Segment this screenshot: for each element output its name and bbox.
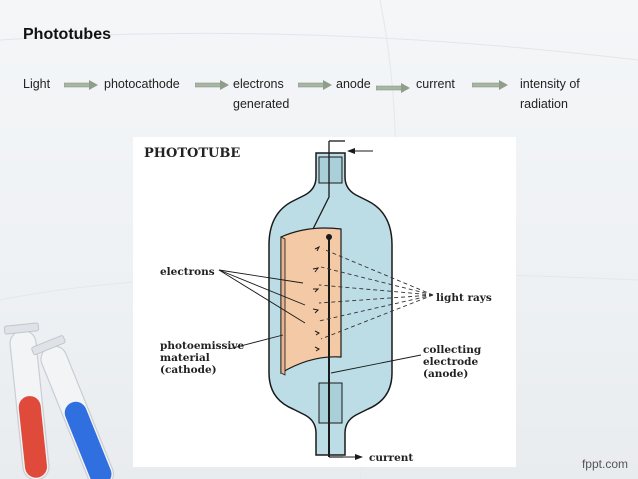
- arrow-right-icon: [195, 80, 229, 90]
- current-arrow-head: [355, 454, 363, 460]
- arrow-right-icon: [472, 80, 508, 90]
- label-electrons: electrons: [160, 266, 215, 278]
- electrons-pointer: [218, 269, 306, 306]
- diagram-heading: PHOTOTUBE: [144, 146, 240, 161]
- cathode-surface: [280, 227, 342, 375]
- label-current: current: [369, 452, 413, 464]
- top-arrow-head: [347, 148, 355, 154]
- cathode-edge: [280, 236, 286, 376]
- phototube-diagram: PHOTOTUBE: [133, 137, 516, 467]
- top-seal: [318, 156, 343, 184]
- flow-step-intensity: intensity of: [520, 77, 580, 91]
- test-tube-red-icon: [3, 322, 50, 479]
- electrons-pointer: [218, 269, 306, 324]
- flow-step-current: current: [416, 77, 455, 91]
- phototube-svg: PHOTOTUBE: [144, 140, 492, 464]
- flow-step-electrons: electrons: [233, 77, 284, 91]
- flow-step-intensity-line2: radiation: [520, 97, 568, 111]
- process-flow: Light photocathode electrons generated a…: [0, 0, 638, 120]
- anode-pointer: [330, 354, 422, 374]
- base-seal: [318, 382, 343, 424]
- flow-step-photocathode: photocathode: [104, 77, 180, 91]
- cathode-pointer: [228, 334, 284, 350]
- label-photoemissive: photoemissive: [160, 340, 245, 352]
- label-cathode: (cathode): [160, 364, 217, 376]
- test-tubes-decoration: [3, 322, 115, 479]
- test-tube-blue-icon: [31, 335, 115, 479]
- footer-brand: fppt.com: [581, 457, 628, 471]
- label-anode: (anode): [423, 368, 468, 380]
- anode-tip: [326, 234, 332, 240]
- arrow-right-icon: [376, 83, 410, 93]
- electrons-pointer: [218, 269, 304, 284]
- label-material: material: [160, 352, 210, 364]
- flow-step-light: Light: [23, 77, 51, 91]
- cathode-lead: [312, 141, 330, 230]
- arrow-right-icon: [298, 80, 332, 90]
- label-light-rays: light rays: [436, 292, 492, 304]
- flow-step-anode: anode: [336, 77, 371, 91]
- electron-marks: [312, 245, 321, 352]
- slide-title: Phototubes: [23, 26, 111, 43]
- flow-step-electrons-line2: generated: [233, 97, 290, 111]
- label-electrode: electrode: [423, 356, 478, 368]
- arrow-right-icon: [64, 80, 98, 90]
- light-rays: [318, 248, 434, 340]
- label-collecting: collecting: [423, 344, 482, 356]
